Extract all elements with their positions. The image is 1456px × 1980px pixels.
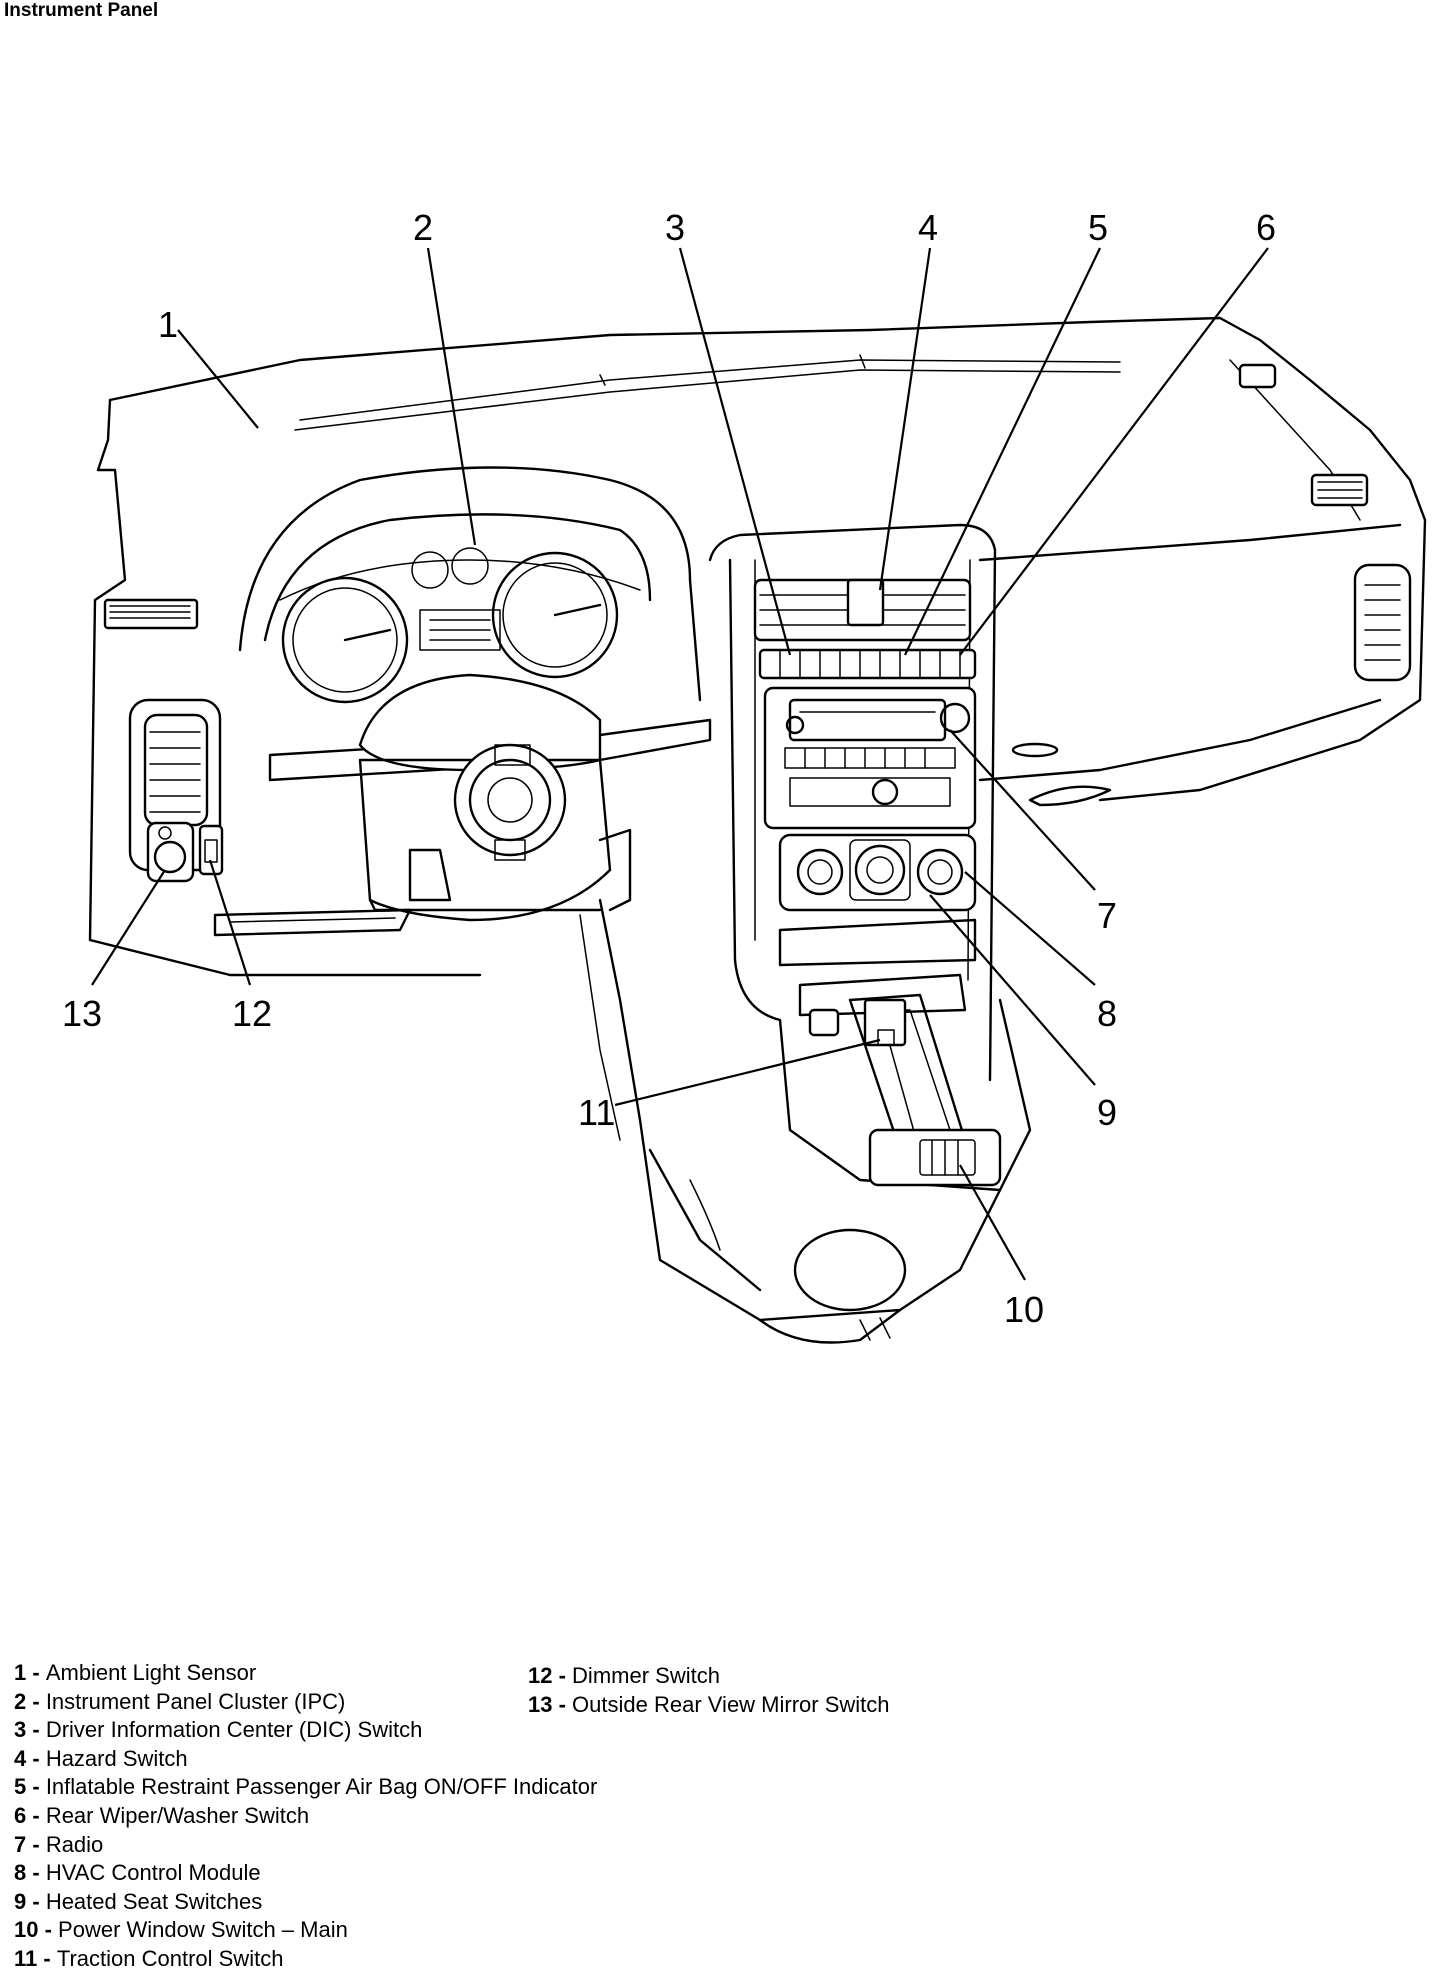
leader-lines — [91, 247, 1269, 1281]
legend-row: 12 - Dimmer Switch — [528, 1663, 720, 1688]
callout-6: 6 — [1256, 207, 1276, 248]
callout-4: 4 — [918, 207, 938, 248]
dashboard-drawing — [88, 316, 1427, 1344]
legend-row: 10 - Power Window Switch – Main — [14, 1917, 348, 1943]
legend-row: 5 - Inflatable Restraint Passenger Air B… — [14, 1774, 598, 1800]
callout-5: 5 — [1088, 207, 1108, 248]
legend-row: 13 - Outside Rear View Mirror Switch — [528, 1691, 890, 1717]
legend-row: 1 - Ambient Light Sensor — [14, 1660, 257, 1685]
callout-labels: 1 2 3 4 5 6 7 8 9 10 11 12 13 — [62, 207, 1276, 1330]
legend-row: 11 - Traction Control Switch — [14, 1945, 284, 1971]
callout-2: 2 — [413, 207, 433, 248]
legend-row: 9 - Heated Seat Switches — [14, 1888, 263, 1914]
instrument-panel-diagram: 1 2 3 4 5 6 7 8 9 10 11 12 13 — [62, 207, 1427, 1344]
legend-right: 12 - Dimmer Switch 13 - Outside Rear Vie… — [528, 1662, 890, 1719]
legend-row: 7 - Radio — [14, 1831, 104, 1857]
page-title: Instrument Panel — [4, 0, 159, 21]
legend-row: 2 - Instrument Panel Cluster (IPC) — [14, 1688, 346, 1714]
callout-3: 3 — [665, 207, 685, 248]
legend-row: 8 - HVAC Control Module — [14, 1860, 261, 1886]
callout-9: 9 — [1097, 1092, 1117, 1133]
legend-row: 3 - Driver Information Center (DIC) Swit… — [14, 1717, 423, 1743]
callout-10: 10 — [1004, 1289, 1044, 1330]
legend-left: 1 - Ambient Light Sensor 2 - Instrument … — [14, 1659, 597, 1974]
callout-13: 13 — [62, 993, 102, 1034]
callout-12: 12 — [232, 993, 272, 1034]
callout-11: 11 — [578, 1092, 615, 1133]
callout-1: 1 — [158, 304, 178, 345]
legend-row: 4 - Hazard Switch — [14, 1745, 188, 1771]
legend-row: 6 - Rear Wiper/Washer Switch — [14, 1802, 310, 1828]
callout-7: 7 — [1097, 895, 1117, 936]
callout-8: 8 — [1097, 993, 1117, 1034]
